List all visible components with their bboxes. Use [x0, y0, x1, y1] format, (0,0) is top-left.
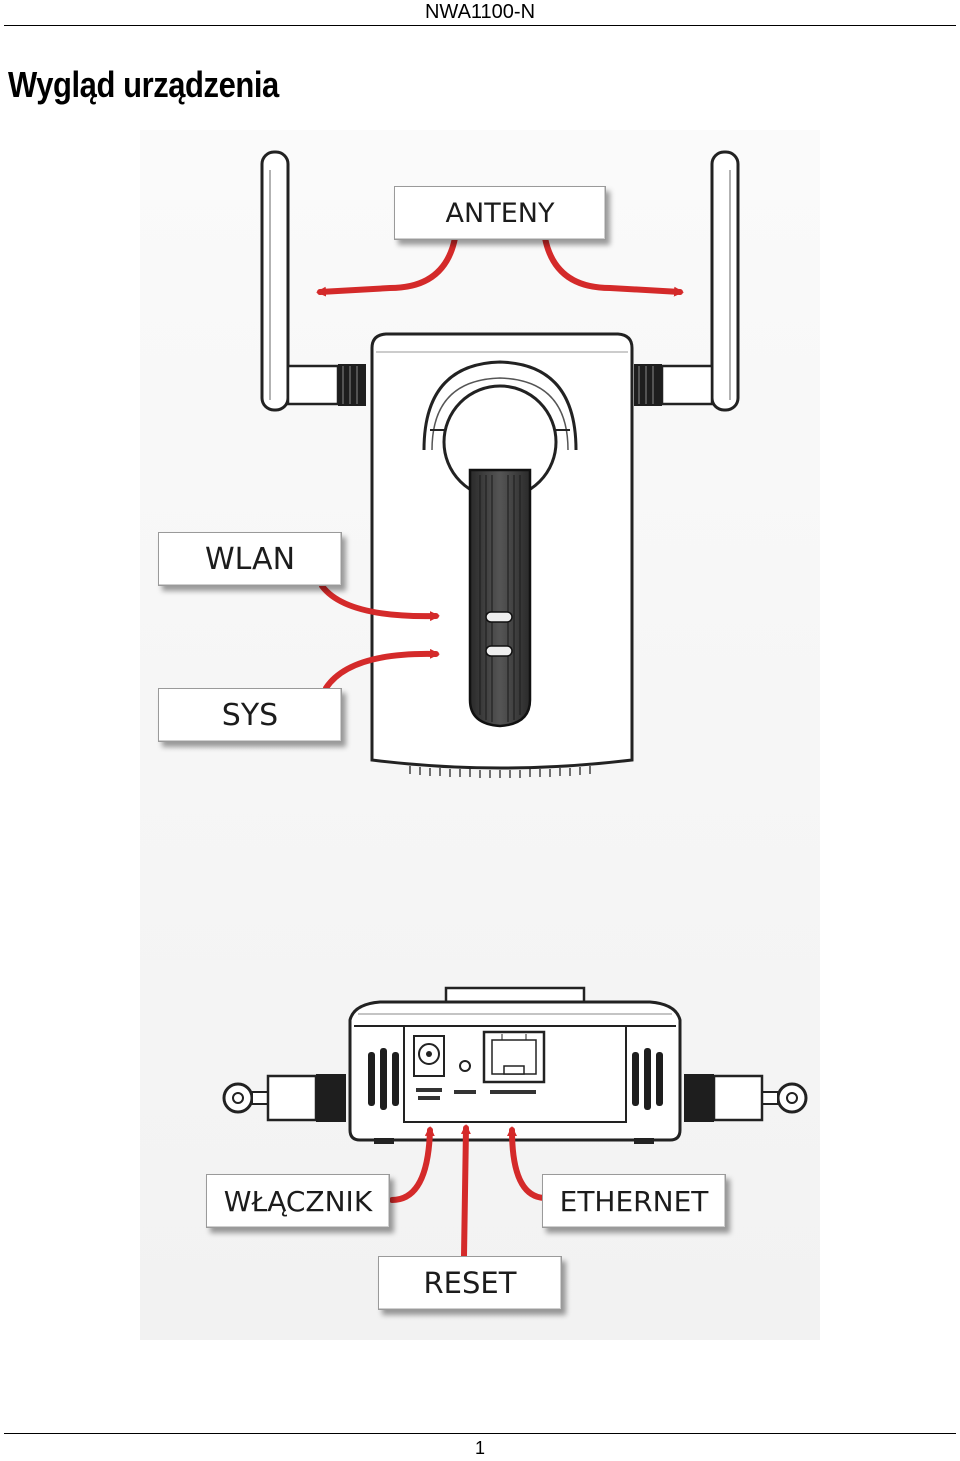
- arrow-icon: [460, 1124, 471, 1259]
- document-header-title: NWA1100-N: [424, 1, 536, 23]
- sys-led-icon: [485, 645, 513, 657]
- page-number: 1: [474, 1438, 485, 1458]
- arrow-icon: [316, 235, 458, 297]
- wlan-led-icon: [485, 611, 513, 623]
- callout-sys: SYS: [158, 688, 342, 742]
- arrow-icon: [507, 1126, 547, 1201]
- arrow-icon: [323, 648, 440, 691]
- callout-wlan: WLAN: [158, 532, 342, 586]
- callout-power: WŁĄCZNIK: [206, 1174, 390, 1228]
- callout-ethernet: ETHERNET: [542, 1174, 726, 1228]
- callout-reset: RESET: [378, 1256, 562, 1310]
- arrow-icon: [389, 1126, 435, 1203]
- antenna-icon: [634, 150, 740, 412]
- device-front-illustration: [260, 150, 740, 778]
- header-divider: [4, 25, 956, 26]
- antenna-icon: [260, 150, 366, 412]
- arrow-icon: [319, 583, 440, 622]
- callout-antennas: ANTENY: [394, 186, 606, 240]
- footer-divider: [4, 1433, 956, 1434]
- device-back-illustration: [222, 986, 808, 1144]
- arrow-icon: [542, 235, 684, 297]
- device-figure: ANTENY WLAN SYS WŁĄCZNIK RESET ETHERNET: [140, 130, 820, 1340]
- page-title: Wygląd urządzenia: [8, 64, 279, 105]
- device-illustration: [140, 130, 820, 1340]
